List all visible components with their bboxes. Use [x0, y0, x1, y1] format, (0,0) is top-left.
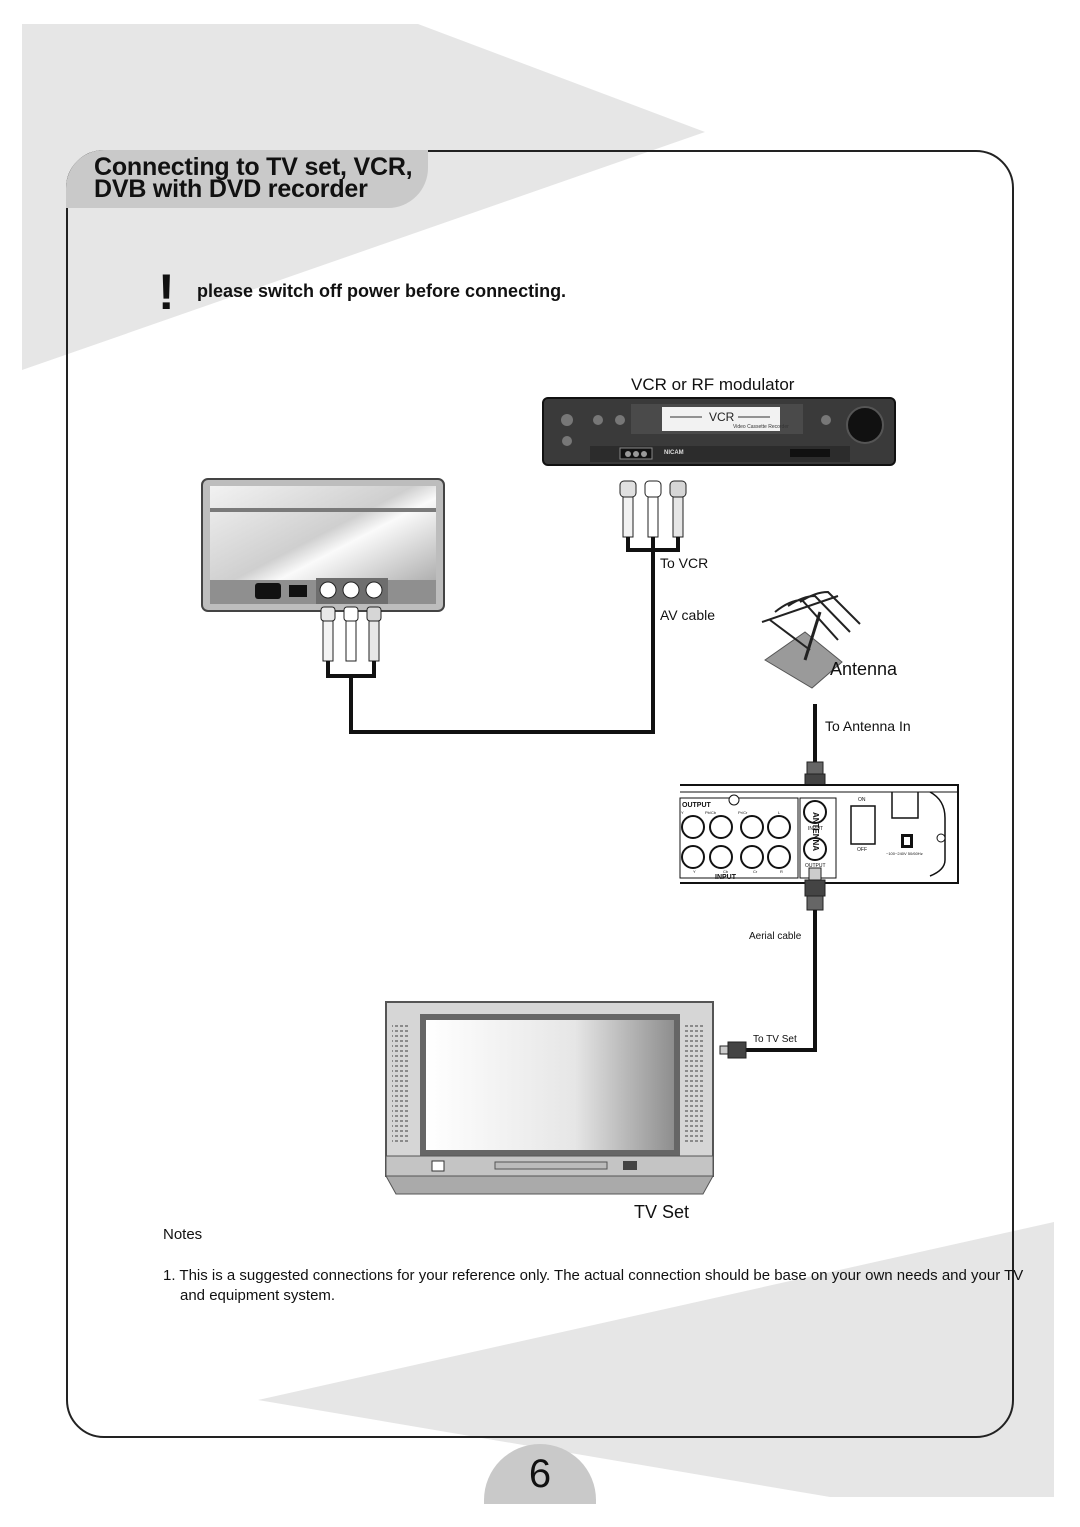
- rear-panel: [679, 784, 959, 884]
- to-tv-set-label: To TV Set: [753, 1034, 797, 1045]
- panel-jack-cb: Cb: [723, 869, 729, 874]
- panel-power-spec: ~100~240V 50/60Hz: [886, 851, 923, 856]
- warning-icon: !: [158, 264, 175, 320]
- av-cable: [349, 550, 655, 734]
- title-line-2: DVB with DVD recorder: [94, 175, 368, 203]
- vcr-caption: VCR or RF modulator: [631, 375, 795, 394]
- antenna-icon: [761, 590, 861, 689]
- to-vcr-label: To VCR: [660, 555, 709, 571]
- panel-off-label: OFF: [857, 847, 867, 853]
- vcr-brand-small: NICAM: [664, 450, 684, 456]
- panel-jack-r: R: [780, 869, 783, 874]
- note-item: 1. This is a suggested connections for y…: [163, 1267, 1024, 1304]
- panel-jack-cr: Cr: [753, 869, 758, 874]
- panel-jack-l: L: [778, 810, 781, 815]
- panel-antenna-label: ANTENNA: [811, 811, 821, 852]
- page-title: Connecting to TV set, VCR, DVB with DVD …: [94, 153, 413, 203]
- panel-jack-y-bottom: Y: [693, 869, 696, 874]
- panel-on-label: ON: [858, 797, 866, 803]
- panel-ant-input-label: INPUT: [808, 826, 823, 832]
- page-number: 6: [528, 1452, 552, 1496]
- vcr-device: [542, 397, 896, 466]
- tv-set-label: TV Set: [634, 1202, 690, 1222]
- panel-jack-pb: Pb/Cb: [705, 810, 717, 815]
- panel-output-label: OUTPUT: [682, 802, 711, 809]
- antenna-out-plug: [804, 867, 826, 911]
- panel-jack-y-top: Y: [681, 810, 684, 815]
- warning-text: please switch off power before connectin…: [197, 281, 567, 301]
- panel-input-label: INPUT: [715, 874, 736, 881]
- antenna-label: Antenna: [830, 659, 898, 679]
- aerial-cable: [746, 910, 817, 1052]
- vcr-rca-plugs: [619, 480, 687, 552]
- dvd-recorder: [201, 478, 445, 612]
- tv-set: [385, 1001, 714, 1195]
- panel-ant-output-label: OUTPUT: [805, 863, 826, 869]
- title-line-1: Connecting to TV set, VCR,: [94, 153, 413, 181]
- tv-plug: [719, 1041, 747, 1059]
- vcr-badge: VCR: [709, 410, 735, 424]
- notes-title: Notes: [163, 1226, 203, 1243]
- vcr-badge-sub: Video Cassette Recorder: [733, 424, 789, 430]
- to-antenna-in-label: To Antenna In: [825, 718, 911, 734]
- panel-jack-pr: Pr/Cr: [738, 810, 748, 815]
- page-frame: [66, 150, 1014, 1438]
- av-cable-label: AV cable: [660, 607, 715, 623]
- title-tab: [66, 150, 428, 208]
- dvd-rca-plugs: [320, 606, 382, 678]
- aerial-cable-label: Aerial cable: [749, 931, 802, 942]
